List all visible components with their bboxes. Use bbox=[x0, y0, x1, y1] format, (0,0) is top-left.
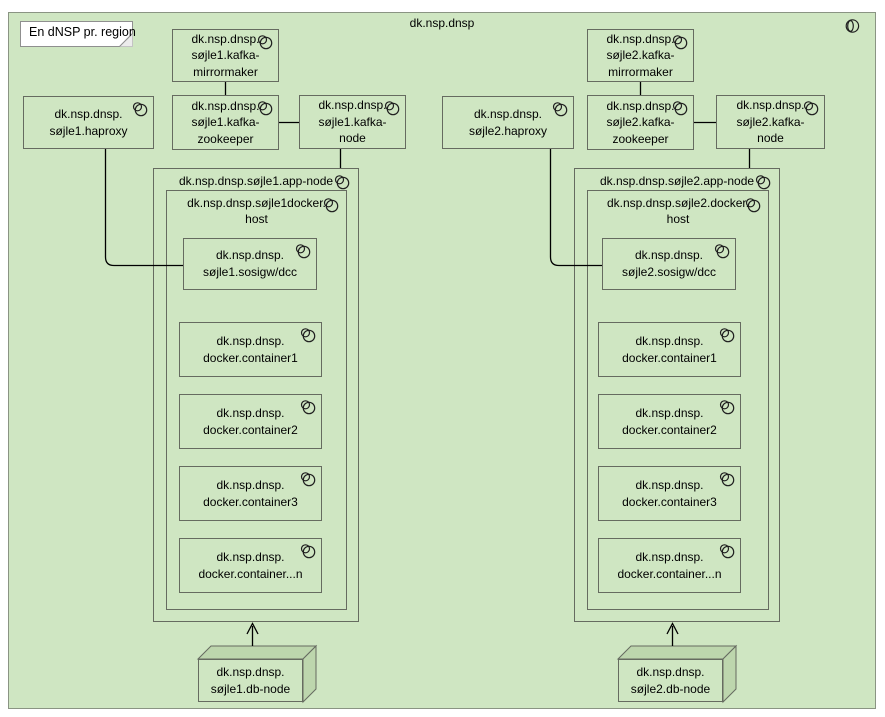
node-sojle2-docker-container1[interactable]: dk.nsp.dnsp. docker.container1 bbox=[598, 322, 741, 377]
node-label: dk.nsp.dnsp. søjle1.kafka- node bbox=[318, 98, 387, 146]
node-label: dk.nsp.dnsp. søjle1.haproxy bbox=[49, 106, 128, 138]
node-sojle2-sosigw-dcc[interactable]: dk.nsp.dnsp. søjle2.sosigw/dcc bbox=[602, 238, 736, 290]
node-sojle1-db-node[interactable]: dk.nsp.dnsp. søjle1.db-node bbox=[198, 659, 303, 702]
region-note[interactable]: En dNSP pr. region bbox=[20, 21, 136, 49]
node-icon bbox=[300, 328, 316, 343]
node-label: dk.nsp.dnsp. søjle2.kafka- zookeeper bbox=[606, 98, 675, 146]
node-icon bbox=[714, 244, 730, 259]
node-icon bbox=[257, 35, 273, 50]
node-label: dk.nsp.dnsp. søjle1.sosigw/dcc bbox=[202, 248, 298, 279]
node-sojle1-kafka-zookeeper[interactable]: dk.nsp.dnsp. søjle1.kafka- zookeeper bbox=[172, 95, 279, 150]
node-icon bbox=[719, 328, 735, 343]
node-icon bbox=[334, 175, 350, 190]
node-sojle2-haproxy[interactable]: dk.nsp.dnsp. søjle2.haproxy bbox=[442, 96, 574, 149]
node-label: dk.nsp.dnsp. søjle2.sosigw/dcc bbox=[621, 248, 717, 279]
node-sojle1-kafka-node[interactable]: dk.nsp.dnsp. søjle1.kafka- node bbox=[299, 95, 406, 149]
diagram-title: dk.nsp.dnsp bbox=[409, 16, 475, 30]
frame-node-icon bbox=[845, 19, 860, 33]
node-icon bbox=[132, 102, 148, 117]
node-sojle1-sosigw-dcc[interactable]: dk.nsp.dnsp. søjle1.sosigw/dcc bbox=[183, 238, 317, 290]
container-sojle1-docker-host[interactable]: dk.nsp.dnsp.søjle1docker. host bbox=[166, 190, 347, 610]
node-sojle2-kafka-node[interactable]: dk.nsp.dnsp. søjle2.kafka- node bbox=[716, 95, 825, 149]
node-sojle2-db-node[interactable]: dk.nsp.dnsp. søjle2.db-node bbox=[618, 659, 723, 702]
container-title: dk.nsp.dnsp.søjle2.docker. host bbox=[606, 196, 750, 227]
node-label: dk.nsp.dnsp. søjle1.kafka- zookeeper bbox=[191, 98, 260, 146]
node-icon bbox=[672, 101, 688, 116]
node-label: dk.nsp.dnsp. docker.container...n bbox=[198, 549, 303, 581]
node-sojle1-kafka-mirrormaker[interactable]: dk.nsp.dnsp. søjle1.kafka- mirrormaker bbox=[172, 29, 279, 82]
node-icon bbox=[300, 544, 316, 559]
node-sojle1-docker-container-n[interactable]: dk.nsp.dnsp. docker.container...n bbox=[179, 538, 322, 593]
note-shape bbox=[20, 21, 133, 47]
node-icon bbox=[745, 198, 761, 213]
node-icon bbox=[719, 400, 735, 415]
node-icon bbox=[672, 35, 688, 50]
node-icon bbox=[384, 101, 400, 116]
node-label: dk.nsp.dnsp. søjle2.db-node bbox=[630, 664, 711, 696]
node-icon bbox=[719, 544, 735, 559]
node-label: dk.nsp.dnsp. docker.container1 bbox=[622, 333, 717, 365]
node-sojle1-docker-container1[interactable]: dk.nsp.dnsp. docker.container1 bbox=[179, 322, 322, 377]
node-sojle1-docker-container3[interactable]: dk.nsp.dnsp. docker.container3 bbox=[179, 466, 322, 521]
node-label: dk.nsp.dnsp. docker.container1 bbox=[203, 333, 298, 365]
node-sojle2-docker-container2[interactable]: dk.nsp.dnsp. docker.container2 bbox=[598, 394, 741, 449]
node-label: dk.nsp.dnsp. søjle1.kafka- mirrormaker bbox=[191, 31, 260, 79]
node-sojle2-docker-container3[interactable]: dk.nsp.dnsp. docker.container3 bbox=[598, 466, 741, 521]
node-icon bbox=[552, 102, 568, 117]
node-label: dk.nsp.dnsp. docker.container2 bbox=[203, 405, 298, 437]
node-label: dk.nsp.dnsp. docker.container3 bbox=[622, 477, 717, 509]
node-label: dk.nsp.dnsp. docker.container2 bbox=[622, 405, 717, 437]
node-icon bbox=[300, 472, 316, 487]
container-title: dk.nsp.dnsp.søjle2.app-node bbox=[599, 174, 755, 188]
node-icon bbox=[295, 244, 311, 259]
node-icon bbox=[323, 198, 339, 213]
node-icon bbox=[755, 175, 771, 190]
node-icon bbox=[300, 400, 316, 415]
container-title: dk.nsp.dnsp.søjle1.app-node bbox=[178, 174, 334, 188]
container-title: dk.nsp.dnsp.søjle1docker. host bbox=[187, 196, 326, 227]
node-icon bbox=[257, 101, 273, 116]
node-label: dk.nsp.dnsp. søjle2.haproxy bbox=[468, 106, 548, 138]
node-sojle1-docker-container2[interactable]: dk.nsp.dnsp. docker.container2 bbox=[179, 394, 322, 449]
node-label: dk.nsp.dnsp. docker.container...n bbox=[617, 549, 722, 581]
node-icon bbox=[719, 472, 735, 487]
node-label: dk.nsp.dnsp. søjle2.kafka- mirrormaker bbox=[606, 31, 675, 79]
node-label: dk.nsp.dnsp. søjle1.db-node bbox=[210, 664, 291, 696]
node-sojle2-docker-container-n[interactable]: dk.nsp.dnsp. docker.container...n bbox=[598, 538, 741, 593]
node-sojle2-kafka-zookeeper[interactable]: dk.nsp.dnsp. søjle2.kafka- zookeeper bbox=[587, 95, 694, 150]
node-sojle1-haproxy[interactable]: dk.nsp.dnsp. søjle1.haproxy bbox=[23, 96, 154, 149]
node-label: dk.nsp.dnsp. docker.container3 bbox=[203, 477, 298, 509]
container-sojle2-docker-host[interactable]: dk.nsp.dnsp.søjle2.docker. host bbox=[587, 190, 769, 610]
container-sojle2-app-node[interactable]: dk.nsp.dnsp.søjle2.app-node bbox=[574, 168, 780, 622]
container-sojle1-app-node[interactable]: dk.nsp.dnsp.søjle1.app-node bbox=[153, 168, 359, 622]
node-sojle2-kafka-mirrormaker[interactable]: dk.nsp.dnsp. søjle2.kafka- mirrormaker bbox=[587, 29, 694, 82]
node-icon bbox=[803, 101, 819, 116]
note-label: En dNSP pr. region bbox=[29, 25, 136, 39]
node-label: dk.nsp.dnsp. søjle2.kafka- node bbox=[736, 98, 805, 146]
